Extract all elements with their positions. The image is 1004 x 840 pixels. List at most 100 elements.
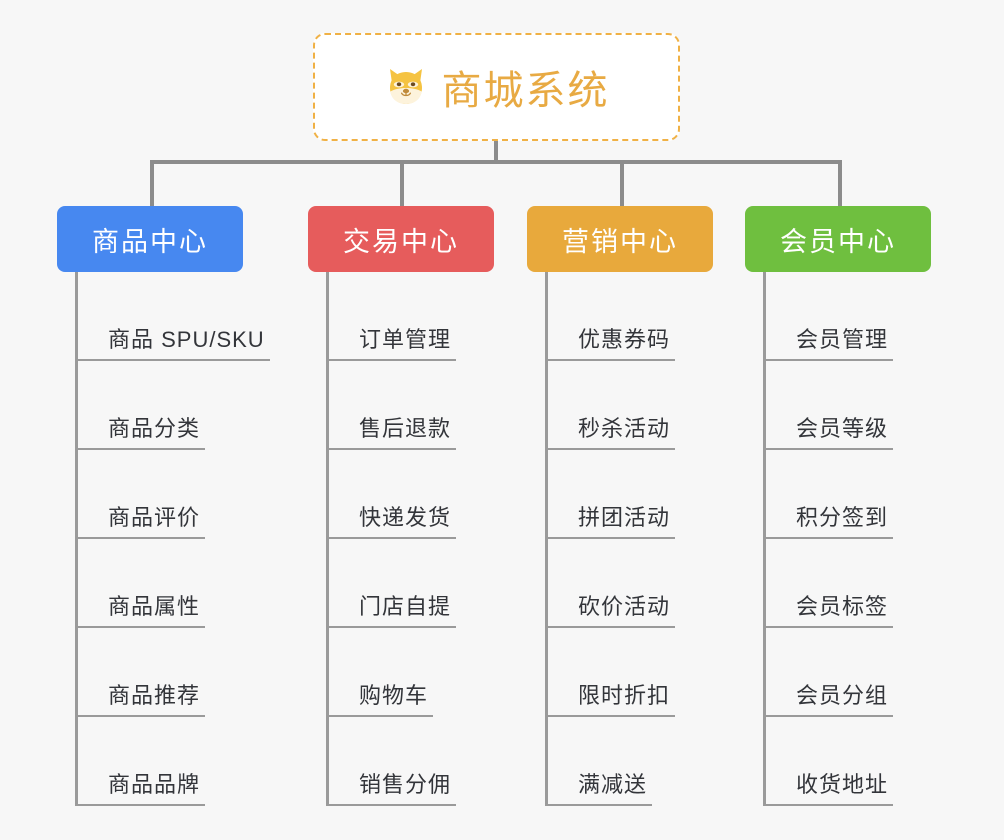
leaf-rule xyxy=(75,804,205,806)
leaf-item[interactable]: 砍价活动 xyxy=(545,539,713,628)
leaf-rule xyxy=(763,804,893,806)
connector-horizontal-bus xyxy=(150,160,842,164)
leaf-list-1: 商品 SPU/SKU 商品分类 商品评价 商品属性 商品推荐 商品品牌 xyxy=(75,272,270,806)
leaf-item[interactable]: 购物车 xyxy=(326,628,494,717)
leaf-spine xyxy=(75,272,78,806)
leaf-list-3: 优惠券码 秒杀活动 拼团活动 砍价活动 限时折扣 满减送 xyxy=(545,272,713,806)
leaf-label: 会员管理 xyxy=(796,327,889,352)
leaf-list-2: 订单管理 售后退款 快递发货 门店自提 购物车 销售分佣 xyxy=(326,272,494,806)
leaf-label: 售后退款 xyxy=(359,416,452,441)
leaf-rule xyxy=(545,448,675,450)
leaf-list-4: 会员管理 会员等级 积分签到 会员标签 会员分组 收货地址 xyxy=(763,272,931,806)
leaf-label: 商品属性 xyxy=(108,594,201,619)
leaf-label: 快递发货 xyxy=(359,505,452,530)
leaf-rule xyxy=(545,626,675,628)
leaf-label: 商品评价 xyxy=(108,505,201,530)
leaf-rule xyxy=(545,804,652,806)
leaf-rule xyxy=(75,359,270,361)
connector-drop-4 xyxy=(838,160,842,207)
leaf-rule xyxy=(326,359,456,361)
connector-drop-2 xyxy=(400,160,404,207)
leaf-item[interactable]: 积分签到 xyxy=(763,450,931,539)
leaf-item[interactable]: 会员分组 xyxy=(763,628,931,717)
leaf-label: 优惠券码 xyxy=(578,327,671,352)
leaf-label: 购物车 xyxy=(359,683,429,708)
branch-header-label: 商品中心 xyxy=(92,226,208,257)
branch-header-label: 交易中心 xyxy=(343,226,459,257)
leaf-label: 拼团活动 xyxy=(578,505,671,530)
leaf-rule xyxy=(326,715,433,717)
branch-header-label: 营销中心 xyxy=(562,226,678,257)
branch-header-label: 会员中心 xyxy=(780,226,896,257)
leaf-label: 商品推荐 xyxy=(108,683,201,708)
leaf-label: 商品品牌 xyxy=(108,772,201,797)
leaf-item[interactable]: 收货地址 xyxy=(763,717,931,806)
leaf-spine xyxy=(545,272,548,806)
leaf-item[interactable]: 订单管理 xyxy=(326,272,494,361)
leaf-label: 砍价活动 xyxy=(578,594,671,619)
leaf-rule xyxy=(545,715,675,717)
leaf-rule xyxy=(545,359,675,361)
leaf-label: 秒杀活动 xyxy=(578,416,671,441)
branch-column-3: 营销中心 优惠券码 秒杀活动 拼团活动 砍价活动 限时折扣 xyxy=(527,206,713,822)
leaf-item[interactable]: 限时折扣 xyxy=(545,628,713,717)
leaf-label: 商品 SPU/SKU xyxy=(108,327,265,352)
leaf-rule xyxy=(326,626,456,628)
leaf-rule xyxy=(763,715,893,717)
leaf-rule xyxy=(763,359,893,361)
branch-column-4: 会员中心 会员管理 会员等级 积分签到 会员标签 会员分组 xyxy=(745,206,931,822)
leaf-spine xyxy=(326,272,329,806)
leaf-item[interactable]: 商品 SPU/SKU xyxy=(75,272,270,361)
leaf-rule xyxy=(326,537,456,539)
leaf-item[interactable]: 拼团活动 xyxy=(545,450,713,539)
leaf-item[interactable]: 秒杀活动 xyxy=(545,361,713,450)
leaf-label: 会员等级 xyxy=(796,416,889,441)
leaf-item[interactable]: 优惠券码 xyxy=(545,272,713,361)
leaf-rule xyxy=(75,537,205,539)
leaf-label: 限时折扣 xyxy=(578,683,671,708)
leaf-rule xyxy=(763,537,893,539)
leaf-spine xyxy=(763,272,766,806)
branch-header-4[interactable]: 会员中心 xyxy=(745,206,931,272)
leaf-item[interactable]: 商品评价 xyxy=(75,450,243,539)
leaf-label: 订单管理 xyxy=(359,327,452,352)
leaf-label: 会员分组 xyxy=(796,683,889,708)
leaf-item[interactable]: 商品分类 xyxy=(75,361,243,450)
leaf-rule xyxy=(326,804,456,806)
leaf-item[interactable]: 会员管理 xyxy=(763,272,931,361)
leaf-item[interactable]: 销售分佣 xyxy=(326,717,494,806)
connector-root-stem xyxy=(494,141,498,163)
leaf-rule xyxy=(763,626,893,628)
leaf-rule xyxy=(75,715,205,717)
root-title: 商城系统 xyxy=(441,69,610,113)
branch-column-2: 交易中心 订单管理 售后退款 快递发货 门店自提 购物车 xyxy=(308,206,494,822)
leaf-rule xyxy=(545,537,675,539)
leaf-label: 商品分类 xyxy=(108,416,201,441)
connector-drop-1 xyxy=(150,160,154,207)
leaf-label: 门店自提 xyxy=(359,594,452,619)
leaf-label: 销售分佣 xyxy=(359,772,452,797)
leaf-item[interactable]: 商品属性 xyxy=(75,539,243,628)
branch-header-1[interactable]: 商品中心 xyxy=(57,206,243,272)
leaf-item[interactable]: 门店自提 xyxy=(326,539,494,628)
leaf-rule xyxy=(326,448,456,450)
leaf-label: 会员标签 xyxy=(796,594,889,619)
root-node[interactable]: 商城系统 xyxy=(313,33,680,141)
shiba-dog-face-icon xyxy=(384,65,428,109)
branch-header-3[interactable]: 营销中心 xyxy=(527,206,713,272)
branch-header-2[interactable]: 交易中心 xyxy=(308,206,494,272)
leaf-label: 积分签到 xyxy=(796,505,889,530)
leaf-item[interactable]: 满减送 xyxy=(545,717,713,806)
leaf-label: 满减送 xyxy=(578,772,648,797)
leaf-item[interactable]: 快递发货 xyxy=(326,450,494,539)
leaf-item[interactable]: 售后退款 xyxy=(326,361,494,450)
connector-drop-3 xyxy=(620,160,624,207)
branch-column-1: 商品中心 商品 SPU/SKU 商品分类 商品评价 商品属性 商品推荐 xyxy=(57,206,270,822)
leaf-item[interactable]: 会员标签 xyxy=(763,539,931,628)
leaf-rule xyxy=(763,448,893,450)
leaf-item[interactable]: 商品推荐 xyxy=(75,628,243,717)
leaf-item[interactable]: 商品品牌 xyxy=(75,717,243,806)
leaf-item[interactable]: 会员等级 xyxy=(763,361,931,450)
leaf-rule xyxy=(75,448,205,450)
